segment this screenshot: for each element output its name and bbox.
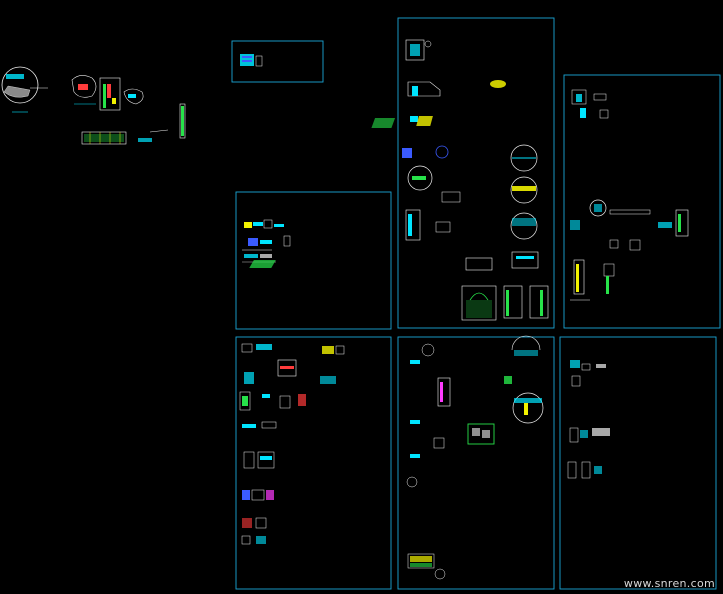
sheet-center-bottom[interactable] — [397, 335, 555, 590]
detail-block — [239, 343, 345, 545]
loose-detail-group — [1, 66, 186, 145]
sheet-center-top[interactable] — [249, 17, 555, 329]
detail-block — [570, 89, 689, 301]
sheet-right-bottom[interactable] — [559, 336, 717, 590]
detail-block — [242, 219, 291, 263]
site-watermark: www.snren.com — [623, 577, 715, 590]
detail-block — [249, 39, 549, 321]
sheet-legend[interactable] — [231, 40, 324, 83]
sheet-left-bottom[interactable] — [235, 336, 392, 590]
elevation-strip — [81, 129, 169, 145]
tall-panel-detail — [179, 103, 186, 139]
sheet-left-middle[interactable] — [235, 191, 392, 330]
circle-detail-callout — [1, 66, 48, 113]
detail-block — [567, 360, 610, 479]
section-detail-cluster — [71, 75, 144, 111]
detail-block — [406, 335, 544, 580]
sheet-right-top[interactable] — [563, 74, 721, 329]
